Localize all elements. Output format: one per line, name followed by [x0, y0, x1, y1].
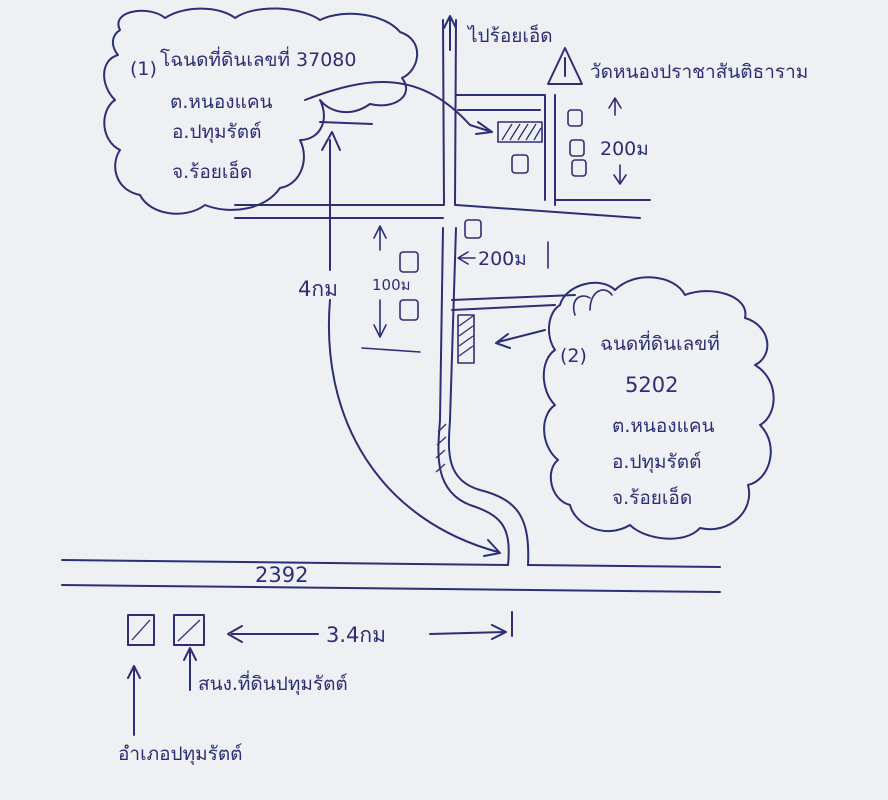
parcel-1-title: โฉนดที่ดินเลขที่ 37080 — [160, 46, 356, 71]
parcel-2-plot — [457, 314, 475, 364]
parcel-2-subdistrict: ต.หนองแคน — [612, 415, 715, 437]
parcel-1-pointer-arrow — [304, 81, 493, 135]
parcel-2-note: (2) ฉนดที่ดินเลขที่ 5202 ต.หนองแคน อ.ปทุ… — [560, 330, 720, 509]
north-road-label: ไปร้อยเอ็ด — [466, 23, 553, 47]
distance-marker-200m-horizontal — [457, 241, 549, 269]
distance-marker-100m — [361, 225, 421, 353]
parcel-1-province: จ.ร้อยเอ็ด — [172, 159, 252, 183]
distance-marker-34km — [227, 611, 513, 643]
parcel-2-number: (2) — [560, 345, 587, 367]
parcel-2-callout-cloud — [542, 276, 775, 540]
parcel-1-number: (1) — [130, 58, 157, 80]
parcel-2-district: อ.ปทุมรัตต์ — [612, 451, 701, 474]
road-hatching — [435, 423, 447, 473]
district-office-markers — [127, 614, 205, 646]
land-office-arrow — [183, 647, 197, 691]
distance-100m-label: 100ม — [372, 276, 411, 294]
main-road-label: 2392 — [255, 563, 308, 587]
land-office-label: สนง.ที่ดินปทุมรัตต์ — [198, 670, 348, 696]
district-office-arrow — [127, 665, 141, 736]
parcel-2-cloud-tail — [572, 289, 613, 316]
north-south-road — [437, 19, 530, 566]
parcel-1-district: อ.ปทุมรัตต์ — [172, 121, 261, 144]
east-west-road — [234, 204, 641, 219]
north-road-arrow — [443, 15, 457, 51]
distance-4km-label: 4กม — [298, 277, 338, 301]
district-office-label: อำเภอปทุมรัตต์ — [118, 743, 243, 766]
parcel-2-title: ฉนดที่ดินเลขที่ — [600, 330, 720, 355]
distance-200m-horizontal-label: 200ม — [478, 248, 527, 270]
distance-200m-vertical-label: 200ม — [600, 138, 649, 160]
parcel-2-pointer-arrow — [495, 329, 546, 349]
parcel-1-callout-cloud — [103, 7, 419, 215]
parcel-2-number-value: 5202 — [625, 373, 678, 397]
parcel-1-plot — [497, 121, 543, 143]
temple-marker — [547, 47, 583, 85]
parcel-1-note: (1) โฉนดที่ดินเลขที่ 37080 ต.หนองแคน อ.ป… — [130, 46, 356, 183]
parcel-2-province: จ.ร้อยเอ็ด — [612, 485, 692, 509]
block-north-east — [455, 94, 651, 206]
land-office-box — [173, 614, 205, 646]
side-lane — [451, 294, 576, 301]
parcel-1-subdistrict: ต.หนองแคน — [170, 91, 273, 113]
distance-marker-200m-vertical — [608, 97, 627, 185]
district-office-box — [127, 614, 155, 646]
distance-4km-arrow — [328, 139, 501, 557]
distance-34km-label: 3.4กม — [326, 623, 386, 647]
houses-middle — [399, 251, 419, 321]
main-road-2392 — [61, 559, 721, 593]
temple-label: วัดหนองปราชาสันติธาราม — [590, 61, 808, 83]
houses-north-east — [464, 109, 587, 239]
